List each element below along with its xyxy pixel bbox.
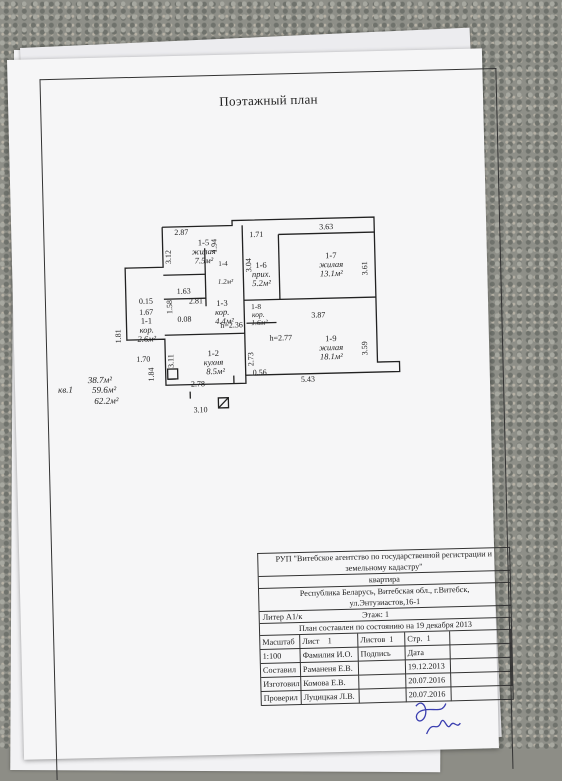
signature-1 xyxy=(416,703,446,722)
dim-311: 3.11 xyxy=(166,354,175,368)
room-1-5-area: 7.5м² xyxy=(195,255,214,265)
stamp-floor: Этаж: 1 xyxy=(362,610,389,620)
wall-h3 xyxy=(244,297,376,300)
dim-278: 2.78 xyxy=(191,379,205,388)
dim-184: 1.84 xyxy=(147,367,156,381)
floor-plan-drawing: 1-5 жилая 7.5м² 1-6 прих. 5.2м² 1-7 жила… xyxy=(41,69,506,500)
dim-167: 1.67 xyxy=(139,308,153,317)
room-1-1-area: 2.6м² xyxy=(137,333,156,343)
scale-value: 1:100 xyxy=(260,649,300,664)
room-1-6-area: 5.2м² xyxy=(252,278,271,288)
dim-273: 2.73 xyxy=(246,352,255,366)
h-sheet: Лист 1 xyxy=(300,634,358,649)
dim-194: 1.94 xyxy=(209,239,218,253)
dim-158: 1.58 xyxy=(165,300,174,314)
h-page: Стр. 1 xyxy=(405,631,450,646)
h-date: Дата xyxy=(405,645,450,660)
r2-name: Комова Е.В. xyxy=(301,676,359,691)
r1-role: Составил xyxy=(261,663,301,678)
wall-h2 xyxy=(165,333,245,335)
dim-163: 1.63 xyxy=(177,287,191,296)
dim-171: 1.71 xyxy=(249,230,263,239)
stove-symbol xyxy=(168,369,178,379)
stamp-liter: Литер А1/к xyxy=(263,612,303,622)
h-sign: Подпись xyxy=(358,646,405,661)
dim-543: 5.43 xyxy=(301,375,315,384)
wall-h1 xyxy=(163,274,205,275)
dim-361: 3.61 xyxy=(360,261,369,275)
dim-312: 3.12 xyxy=(164,250,173,264)
room-1-8-area: 1.6м² xyxy=(251,318,268,327)
r3-name: Луцицкая Л.В. xyxy=(302,690,360,705)
room-1-4-area: 1.2м² xyxy=(218,278,234,286)
dim-387: 3.87 xyxy=(311,310,325,319)
wall-h4 xyxy=(278,232,374,234)
r1-name: Раманеня Е.В. xyxy=(301,662,359,677)
dim-310: 3.10 xyxy=(193,405,207,414)
dim-170: 1.70 xyxy=(136,355,150,364)
room-1-4-id: 1-4 xyxy=(218,260,228,268)
h-scale: Масштаб xyxy=(260,635,300,650)
apt-label: кв.1 xyxy=(58,384,73,394)
dim-h236: h=2.36 xyxy=(220,320,243,330)
r2-role: Изготовил xyxy=(261,677,301,692)
dim-281: 2.81 xyxy=(189,296,203,305)
dim-363: 3.63 xyxy=(319,222,333,231)
dim-359: 3.59 xyxy=(360,341,369,355)
apt-area-total: 59.6м² xyxy=(92,384,116,395)
signature-2 xyxy=(426,720,460,734)
h-name: Фамилия И.О. xyxy=(300,648,358,663)
room-1-9-area: 18.1м² xyxy=(320,351,344,362)
dim-008: 0.08 xyxy=(177,315,191,324)
dim-056: 0.56 xyxy=(253,368,267,377)
dim-h277: h=2.77 xyxy=(270,333,293,343)
r1-date: 19.12.2013 xyxy=(406,659,451,674)
dim-181: 1.81 xyxy=(114,329,123,343)
dim-304: 3.04 xyxy=(244,258,253,272)
apt-area-living: 38.7м² xyxy=(88,375,112,386)
wall-v2 xyxy=(278,234,280,299)
h-sheets: Листов 1 xyxy=(358,632,405,647)
apt-area-full: 62.2м² xyxy=(94,395,118,406)
floor-plan-sheet: Поэтажный план xyxy=(7,48,499,759)
dim-015: 0.15 xyxy=(139,297,153,306)
r3-role: Проверил xyxy=(262,691,302,706)
drawing-frame: Поэтажный план xyxy=(39,68,513,780)
dim-287: 2.87 xyxy=(174,228,188,237)
signatures xyxy=(405,674,507,746)
room-1-2-area: 8.5м² xyxy=(206,366,225,376)
room-1-7-area: 13.1м² xyxy=(320,268,344,279)
